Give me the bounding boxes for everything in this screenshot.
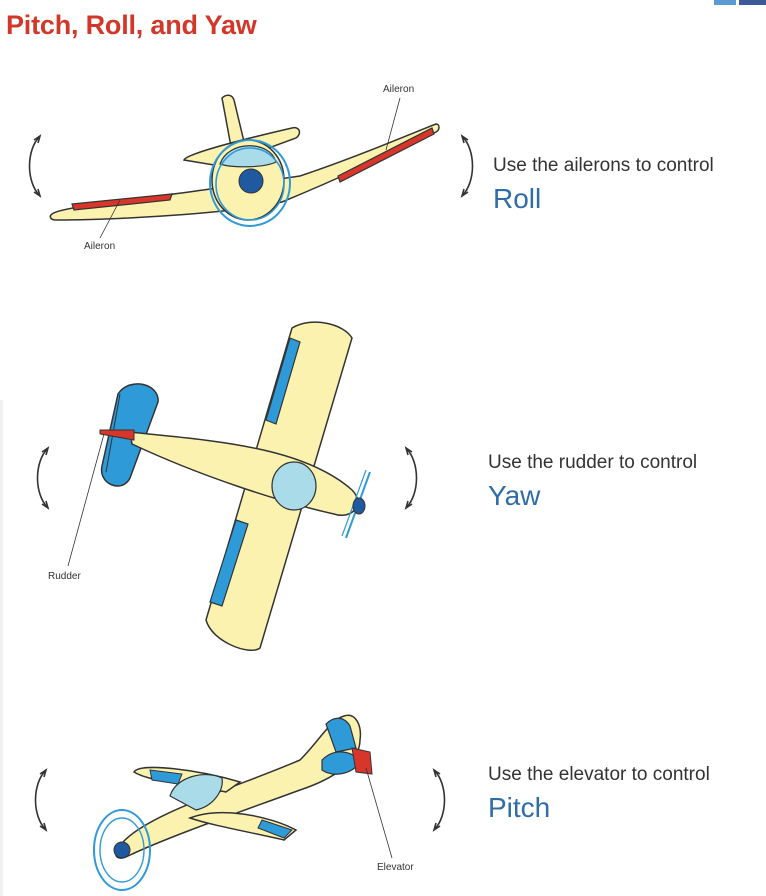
share-button-corner[interactable] (714, 0, 736, 5)
pitch-caption: Use the elevator to control Pitch (488, 764, 710, 824)
yaw-term: Yaw (488, 480, 541, 511)
aileron-label-bottom: Aileron (84, 241, 116, 252)
yaw-plane-illustration (67, 321, 371, 651)
page-title: Pitch, Roll, and Yaw (6, 10, 257, 40)
yaw-caption-text: Use the rudder to control (488, 452, 698, 473)
elevator-label: Elevator (377, 862, 414, 873)
curved-double-arrow-icon (405, 447, 418, 509)
pitch-term: Pitch (488, 792, 551, 823)
pitch-caption-text: Use the elevator to control (488, 764, 710, 785)
yaw-caption: Use the rudder to control Yaw (488, 452, 697, 512)
page-edge (0, 400, 3, 896)
roll-caption-text: Use the ailerons to control (493, 155, 714, 176)
rudder-label: Rudder (48, 571, 81, 582)
share-button-corner-2[interactable] (739, 0, 766, 5)
roll-term: Roll (493, 183, 542, 214)
curved-double-arrow-icon (461, 135, 474, 197)
curved-double-arrow-icon (36, 447, 49, 509)
roll-plane-illustration (49, 94, 440, 239)
curved-double-arrow-icon (34, 769, 47, 831)
curved-double-arrow-icon (433, 769, 446, 831)
pitch-plane-illustration (93, 714, 393, 891)
aileron-label-top: Aileron (383, 84, 415, 95)
curved-double-arrow-icon (28, 135, 41, 197)
roll-caption: Use the ailerons to control Roll (493, 155, 714, 215)
